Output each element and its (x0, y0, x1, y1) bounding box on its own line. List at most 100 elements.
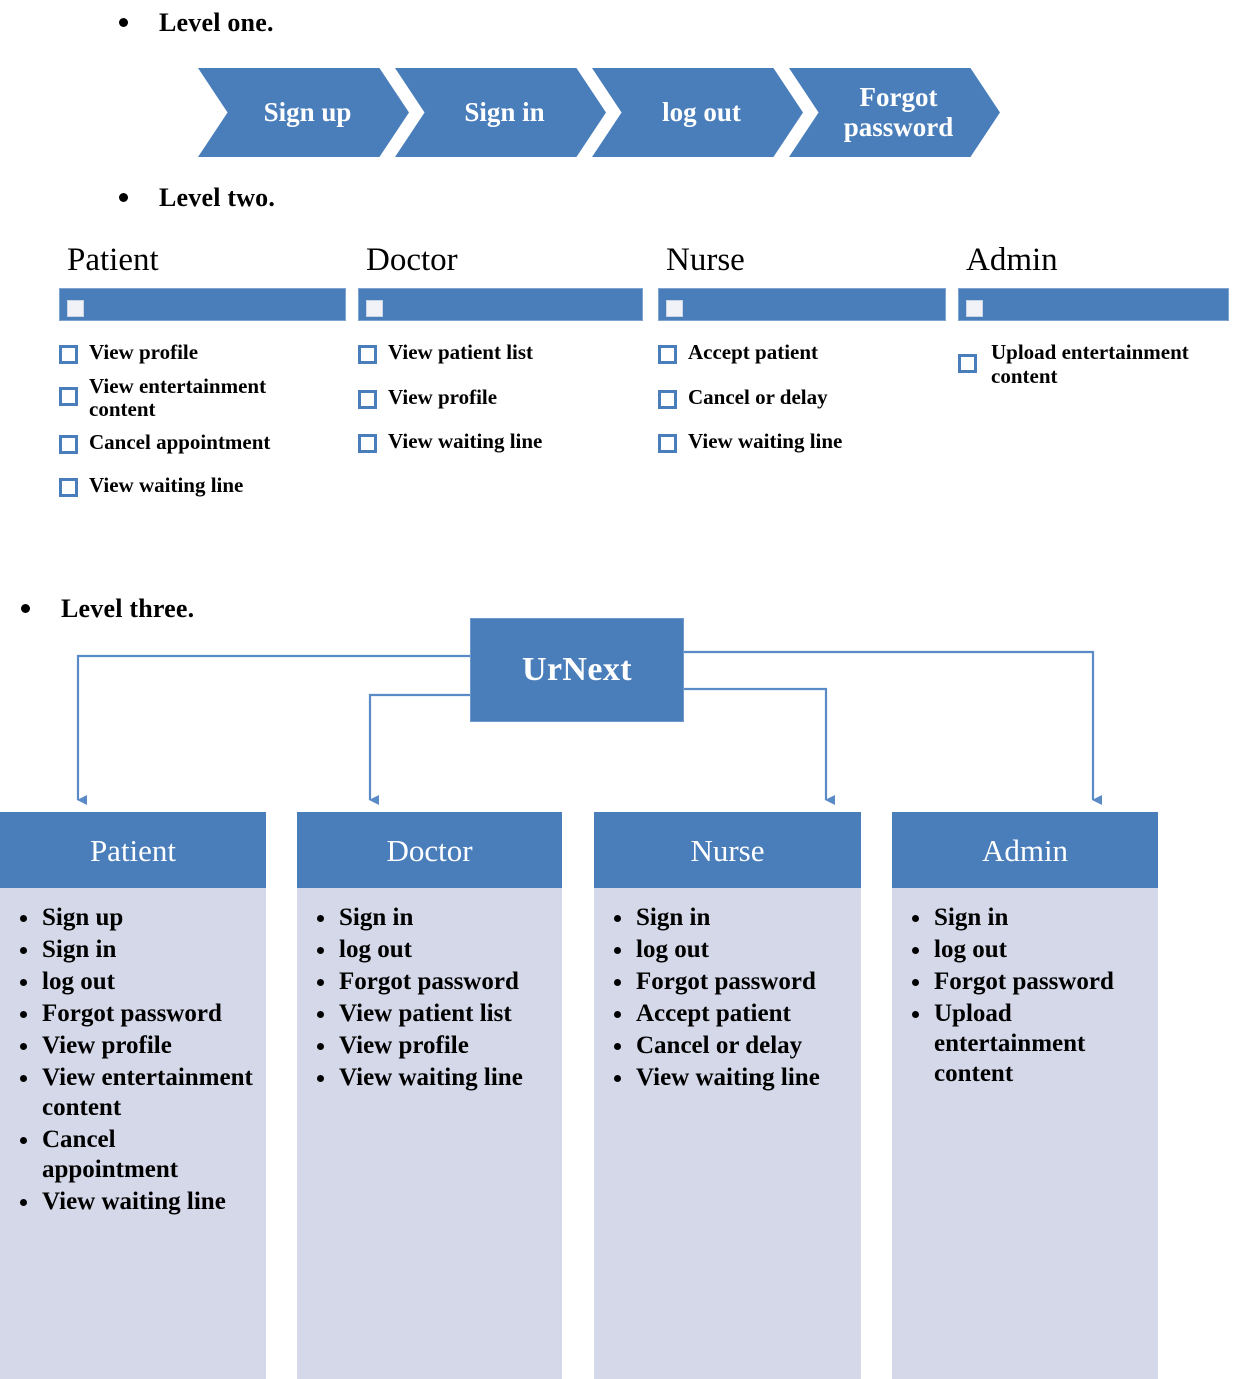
level-two-column-patient: Patient View profile View entertainment … (59, 244, 346, 506)
tree-root-label: UrNext (521, 651, 632, 688)
checkbox-row[interactable]: View waiting line (358, 430, 643, 454)
level-two-checkbox-list: View profile View entertainment content … (59, 340, 346, 498)
level-three-heading-label: Level three. (61, 594, 195, 623)
level-one-chevron-flow: Sign up Sign in log out Forgot password (198, 68, 1000, 157)
tree-node-title: Admin (981, 832, 1069, 868)
level-two-column-title: Patient (67, 242, 159, 278)
checkbox-icon[interactable] (658, 389, 677, 409)
tree-node-header: Admin (892, 812, 1158, 888)
level-two-heading: Level two. (119, 183, 275, 213)
checkbox-icon[interactable] (658, 434, 677, 454)
level-two-column-admin: Admin Upload entertainment content (958, 244, 1229, 396)
list-item: Forgot password (908, 967, 1148, 997)
checkbox-label: View waiting line (388, 429, 543, 454)
feature-list: Sign up Sign in log out Forgot password … (16, 903, 256, 1217)
checkbox-row[interactable]: Upload entertainment content (958, 340, 1229, 388)
checkbox-icon[interactable] (358, 434, 377, 454)
tree-node-header: Patient (0, 812, 266, 888)
checkbox-row[interactable]: View profile (358, 384, 643, 410)
list-item: Forgot password (610, 967, 851, 997)
list-item: log out (313, 935, 552, 965)
level-one-heading-label: Level one. (159, 8, 274, 37)
list-item: Forgot password (16, 999, 256, 1029)
tree-node-doctor: Doctor Sign in log out Forgot password V… (297, 812, 562, 1379)
chevron-step-log-out[interactable]: log out (592, 68, 803, 157)
list-item: View profile (16, 1031, 256, 1061)
list-item: View waiting line (313, 1063, 552, 1093)
list-item: Forgot password (313, 967, 552, 997)
chevron-step-label: Forgot password (843, 82, 954, 142)
feature-list: Sign in log out Forgot password Upload e… (908, 903, 1148, 1089)
level-two-role-bar (59, 288, 346, 321)
checkbox-row[interactable]: Accept patient (658, 340, 946, 365)
checkbox-label: View profile (388, 384, 498, 409)
checkbox-row[interactable]: View waiting line (658, 430, 946, 454)
chevron-step-label: Sign up (263, 96, 352, 127)
list-item: View entertainment content (16, 1063, 256, 1123)
chevron-step-forgot-password[interactable]: Forgot password (789, 68, 1000, 157)
list-item: Sign in (313, 903, 552, 933)
connector-root-to-doctor (368, 693, 470, 805)
tree-node-nurse: Nurse Sign in log out Forgot password Ac… (594, 812, 861, 1379)
checkbox-icon[interactable] (358, 389, 377, 409)
tree-node-header: Nurse (594, 812, 861, 888)
checkbox-row[interactable]: View entertainment content (59, 373, 346, 422)
level-two-column-title: Admin (966, 242, 1058, 278)
level-two-column-doctor: Doctor View patient list View profile Vi… (358, 244, 643, 475)
tree-node-header: Doctor (297, 812, 562, 888)
feature-list: Sign in log out Forgot password Accept p… (610, 903, 851, 1093)
checkbox-label: View patient list (388, 340, 534, 364)
list-item: Cancel or delay (610, 1031, 851, 1061)
checkbox-row[interactable]: View waiting line (59, 474, 346, 498)
checkbox-icon[interactable] (658, 345, 677, 364)
list-item: View patient list (313, 999, 552, 1029)
connector-root-to-patient (76, 654, 470, 805)
checkbox-label: Cancel appointment (89, 429, 271, 454)
level-two-checkbox-list: View patient list View profile View wait… (358, 340, 643, 454)
list-item: Sign in (16, 935, 256, 965)
tree-node-body: Sign in log out Forgot password Accept p… (594, 888, 861, 1379)
tree-node-admin: Admin Sign in log out Forgot password Up… (892, 812, 1158, 1379)
level-one-heading: Level one. (119, 8, 274, 38)
checkbox-icon[interactable] (358, 345, 377, 364)
list-item: View waiting line (16, 1187, 256, 1217)
chevron-step-sign-up[interactable]: Sign up (198, 68, 409, 157)
level-two-column-title: Doctor (366, 242, 458, 278)
tree-node-patient: Patient Sign up Sign in log out Forgot p… (0, 812, 266, 1379)
list-item: View waiting line (610, 1063, 851, 1093)
chevron-step-sign-in[interactable]: Sign in (395, 68, 606, 157)
list-item: View profile (313, 1031, 552, 1061)
chevron-step-label: Sign in (464, 96, 545, 127)
tree-node-title: Patient (89, 832, 177, 868)
bullet-icon (21, 604, 30, 613)
tree-connectors (76, 650, 1102, 805)
list-item: Accept patient (610, 999, 851, 1029)
chevron-step-label: log out (662, 96, 741, 127)
checkbox-row[interactable]: Cancel or delay (658, 384, 946, 410)
checkbox-label: View waiting line (688, 429, 843, 454)
checkbox-row[interactable]: View patient list (358, 340, 643, 365)
list-item: Sign in (610, 903, 851, 933)
level-two-column-nurse: Nurse Accept patient Cancel or delay Vie… (658, 244, 946, 475)
checkbox-label: Cancel or delay (688, 384, 828, 409)
level-two-checkbox-list: Upload entertainment content (958, 340, 1229, 388)
checkbox-row[interactable]: Cancel appointment (59, 429, 346, 455)
feature-list: Sign in log out Forgot password View pat… (313, 903, 552, 1093)
checkbox-icon[interactable] (59, 478, 78, 498)
role-marker-icon (666, 300, 683, 317)
checkbox-icon[interactable] (59, 345, 78, 364)
checkbox-icon[interactable] (958, 354, 977, 373)
level-two-role-bar (358, 288, 643, 321)
checkbox-label: View waiting line (89, 473, 244, 498)
checkbox-row[interactable]: View profile (59, 340, 346, 365)
checkbox-label: View entertainment content (89, 373, 267, 422)
checkbox-icon[interactable] (59, 386, 78, 406)
level-three-heading: Level three. (21, 594, 194, 624)
list-item: Sign up (16, 903, 256, 933)
tree-root-node[interactable]: UrNext (470, 618, 684, 722)
checkbox-icon[interactable] (59, 434, 78, 454)
role-marker-icon (966, 300, 983, 317)
tree-node-body: Sign up Sign in log out Forgot password … (0, 888, 266, 1379)
list-item: Cancel appointment (16, 1125, 256, 1185)
